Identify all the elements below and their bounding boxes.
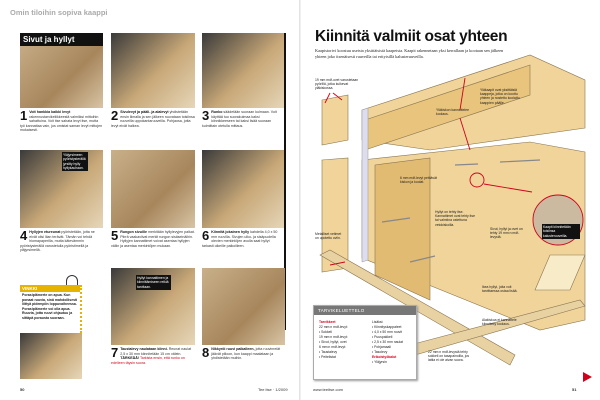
materials-item: • Sokkeli — [319, 330, 333, 334]
website-link[interactable]: www.teeitse.com — [313, 387, 344, 392]
photo-step-6 — [202, 150, 285, 228]
section-kicker: Omin tiloihin sopiva kaappi — [10, 8, 108, 17]
cabinet-illustration — [319, 54, 592, 382]
callout: Sivut, hyllyt ja ovet on tehty 19 mm:n m… — [490, 227, 523, 240]
photo-overlay-7: Hyllyt kannattimen ja kiinnittämiseen re… — [136, 275, 171, 290]
photo-step-2 — [111, 33, 195, 108]
upper-door — [321, 94, 349, 146]
page-title: Kiinnitä valmiit osat yhteen — [315, 28, 508, 45]
page-number-left: 50 — [20, 387, 25, 392]
materials-item: • Yläjyrsin — [372, 360, 387, 364]
materials-item: 6 mm:n mdf-levyt: — [319, 345, 346, 349]
materials-item: • Taustalevy — [319, 350, 338, 354]
callout: 6 mm mdf-levyt peittävät kiskon ja koola… — [400, 176, 437, 185]
materials-item: • 4,0 x 50 mm ruuvit — [372, 330, 403, 334]
photo-step-8 — [202, 268, 285, 345]
callout: Hyllyt on tehty itse. Kannattimet ovat t… — [435, 210, 475, 227]
column-rule — [284, 33, 286, 330]
issue-label: Tee itse · 1/2009 — [258, 387, 288, 392]
callout: Ikea hyllyt, joita voit tarvittaessa ost… — [482, 285, 518, 294]
materials-item: • Peitelistat — [319, 355, 336, 359]
photo-overlay-inset: Kaapit kiinnitetään toisiinsa kalusteruu… — [542, 224, 580, 239]
materials-item: • 2,5 x 30 mm naulat — [372, 340, 403, 344]
tip-box: VINKKI Porasiplämerte on apua. Kun ponaa… — [20, 285, 82, 333]
page-spine — [299, 0, 301, 400]
materials-item: • Sivut, hyllyt, ovet — [319, 340, 347, 344]
materials-item: • Puuspakkeli — [372, 335, 393, 339]
tip-title: VINKKI — [20, 285, 80, 292]
callout: 19 mm mdf-ovet varustetaan pyörillä, jot… — [315, 78, 359, 91]
materials-title: TARVIKELUETTELO — [314, 306, 416, 315]
callout: Alakiskoa ei kannattele kiinnitetty kool… — [482, 318, 517, 327]
section-title: Sivut ja hyllyt — [20, 33, 103, 46]
page-number-right: 51 — [572, 387, 577, 392]
materials-list: TARVIKELUETTELO Tarvikkeet 22 mm:n mdf-l… — [313, 305, 417, 380]
callout: Yläkiskon kannattelee koolaus. — [436, 108, 469, 117]
callout: Yläkaapit ovat yksittäisiä kaappeja, jot… — [480, 88, 520, 105]
photo-step-4 — [20, 150, 103, 228]
materials-item: 22 mm:n mdf-levyt: — [319, 325, 348, 329]
materials-heading: Erikoistyökalut — [372, 355, 397, 359]
materials-item: 19 mm:n mdf-levyt: — [319, 335, 348, 339]
materials-item: • Pohjamaali — [372, 345, 391, 349]
photo-step-3 — [202, 33, 285, 108]
materials-heading: Tarvikkeet — [319, 320, 336, 324]
callout: 22 mm:n mdf-levystä tehty sokkeli on tas… — [428, 350, 470, 363]
tip-text: Porasiplämerte on apua. Kun ponaat ruuvi… — [22, 293, 78, 320]
materials-item: • Tasolevy — [372, 350, 388, 354]
intro-text: Kaapistorivi koostuu useista yksittäisis… — [315, 48, 504, 59]
materials-item: • Kiinnityskappaleet — [372, 325, 402, 329]
callout: Metalliset vetimet on upotettu oviin. — [315, 232, 342, 241]
materials-item: Lisäksi: — [372, 320, 384, 324]
next-page-arrow-icon — [583, 372, 592, 382]
photo-drill — [20, 333, 82, 379]
photo-step-5 — [111, 150, 195, 228]
photo-overlay-4: Yläjyrsimeen pyöristysterällä jyrsitty h… — [62, 152, 88, 172]
